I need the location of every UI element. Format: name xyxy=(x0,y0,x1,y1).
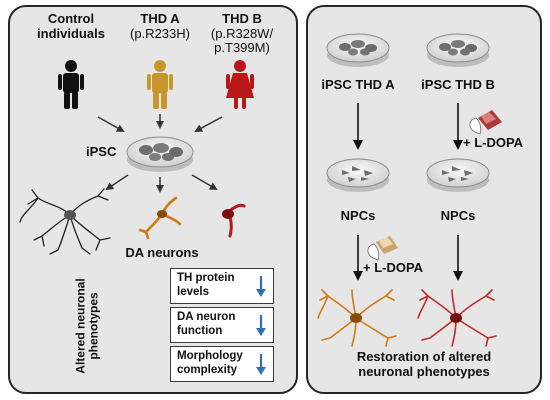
thd-b-neuron-soma xyxy=(222,209,234,219)
ipsc-label: iPSC xyxy=(86,144,117,159)
group-name-thd-b: THD B xyxy=(222,11,262,26)
down-arrow-icon xyxy=(256,315,266,336)
group-label-thd-a: THD A (p.R233H) xyxy=(120,11,200,41)
right-panel xyxy=(306,5,542,394)
arrow-ipsc-to-thd-b-neuron xyxy=(191,174,218,191)
restored-neuron-b-icon xyxy=(417,289,497,347)
phenotype-box-morphology: Morphology complexity xyxy=(170,346,274,382)
ipsc-thd-b-label: iPSC THD B xyxy=(421,77,495,92)
phenotype-box-th-protein: TH protein levels xyxy=(170,268,274,304)
restored-neuron-a-soma xyxy=(350,313,362,323)
npc-label-a: NPCs xyxy=(340,208,376,223)
control-neuron-icon xyxy=(19,188,111,255)
phenotype-label: Morphology complexity xyxy=(177,350,243,376)
treatment-label-a: + L-DOPA xyxy=(363,260,424,275)
control-neuron-soma xyxy=(64,210,76,220)
group-sub-thd-a: (p.R233H) xyxy=(130,25,190,41)
outcome-label: Restoration of altered neuronal phenotyp… xyxy=(356,349,492,379)
group-name-thd-a: THD A xyxy=(140,11,180,26)
ipsc-thd-a-label: iPSC THD A xyxy=(321,77,395,92)
thd-a-neuron-soma xyxy=(157,210,167,218)
group-label-thd-b: THD B (p.R328W/ p.T399M) xyxy=(204,11,280,56)
phenotype-label: TH protein levels xyxy=(177,272,235,298)
arrow-thd-b-to-ipsc xyxy=(194,116,223,132)
ipsc-thd-b-dish-icon xyxy=(426,33,490,67)
da-neurons-label: DA neurons xyxy=(125,245,199,260)
group-sub-thd-b: (p.R328W/ p.T399M) xyxy=(210,25,274,56)
restored-neuron-b-soma xyxy=(450,313,462,323)
ldopa-pill-icon-b xyxy=(469,110,502,135)
ipsc-dish-icon xyxy=(126,136,194,172)
treatment-label-b: + L-DOPA xyxy=(463,135,524,150)
thd-a-person-icon xyxy=(147,60,173,109)
control-person-icon xyxy=(58,60,84,109)
npc-label-b: NPCs xyxy=(440,208,476,223)
phenotype-box-da-function: DA neuron function xyxy=(170,307,274,343)
ldopa-pill-icon-a xyxy=(367,236,398,261)
phenotype-label: DA neuron function xyxy=(177,311,236,337)
ipsc-thd-a-dish-icon xyxy=(326,33,390,67)
group-label-control: Control individuals xyxy=(37,11,105,41)
npc-dish-b-icon xyxy=(426,158,490,192)
down-arrow-icon xyxy=(256,276,266,297)
thd-b-person-icon xyxy=(226,60,254,109)
arrow-ipsc-to-control-neuron xyxy=(105,174,129,191)
arrow-control-to-ipsc xyxy=(97,116,125,132)
down-arrow-icon xyxy=(256,354,266,375)
npc-dish-a-icon xyxy=(326,158,390,192)
